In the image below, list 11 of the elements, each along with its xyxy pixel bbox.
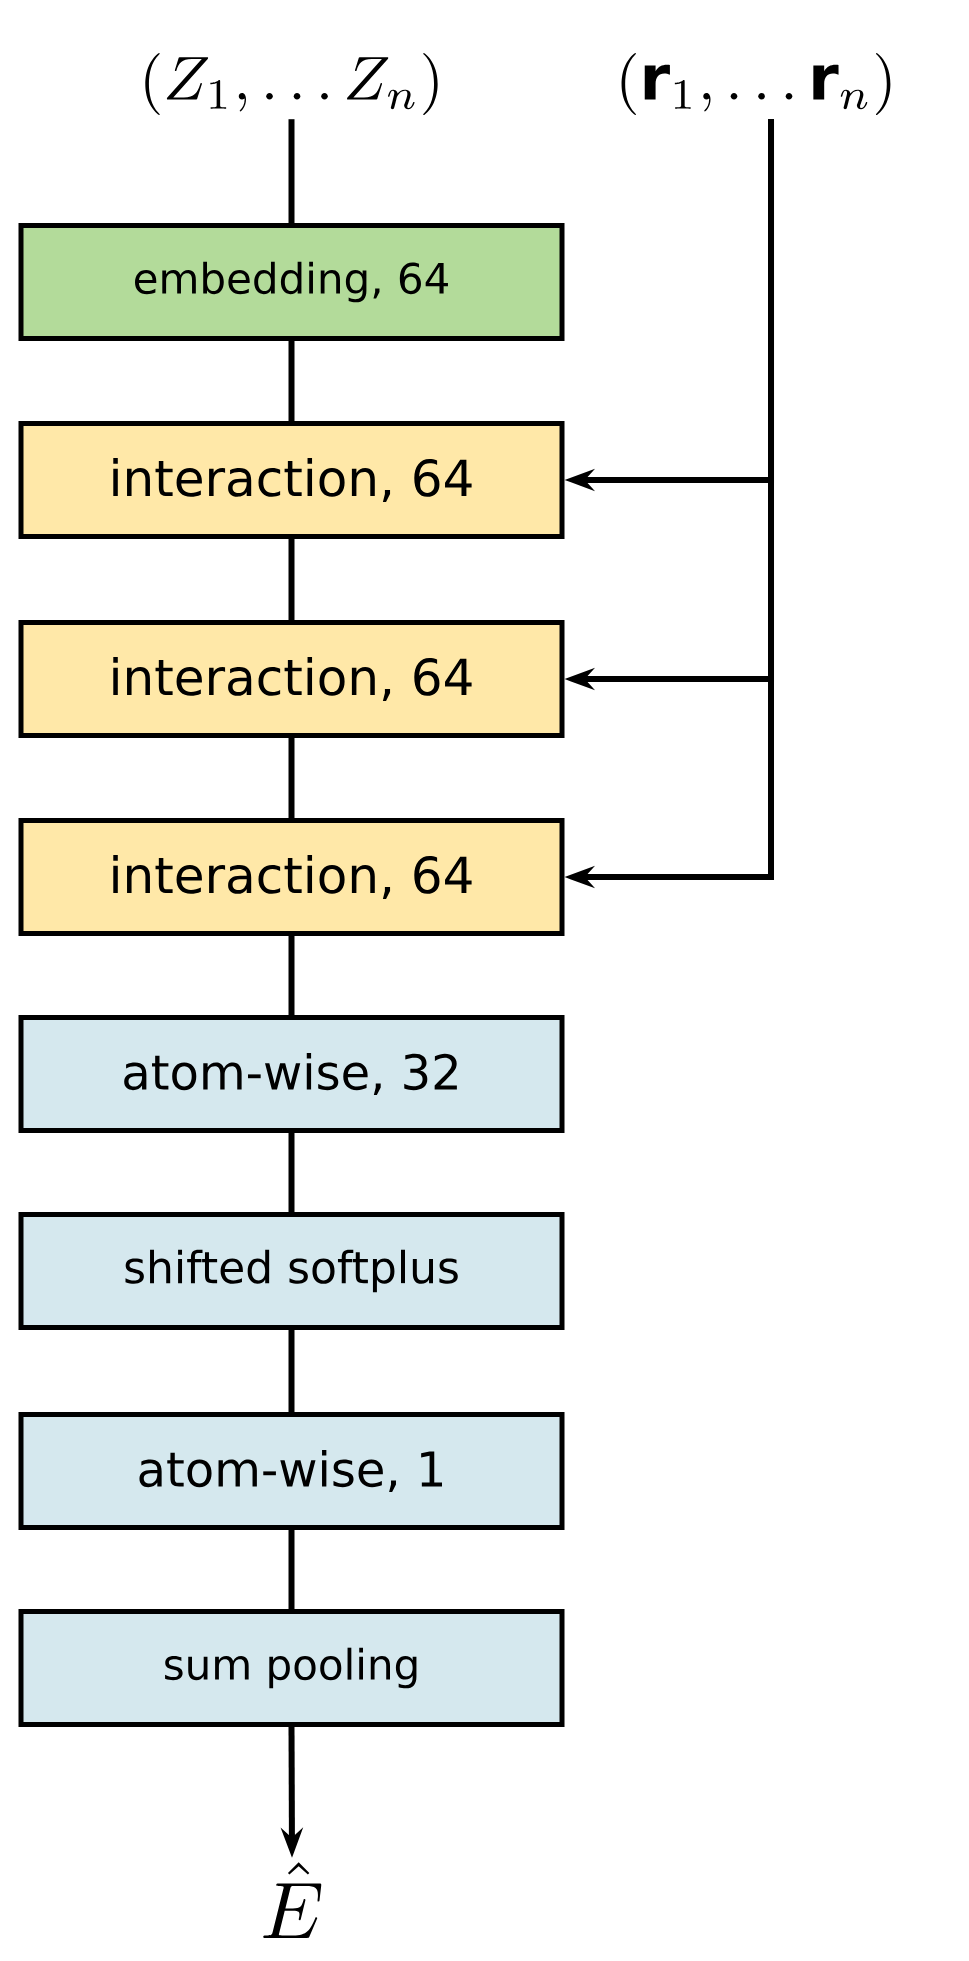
formula-label: $(\mathbf{r}_1, \ldots \mathbf{r}_n)$ xyxy=(621,53,891,115)
formula-label: $(Z_1, \ldots Z_n)$ xyxy=(145,53,438,115)
layer-box: sum pooling xyxy=(18,1609,565,1727)
formula-label: $\hat{E}$ xyxy=(263,1862,322,1938)
layer-box: atom-wise, 1 xyxy=(18,1412,565,1530)
layer-box: shifted softplus xyxy=(18,1212,565,1330)
layer-box: embedding, 64 xyxy=(18,223,565,341)
layer-box: atom-wise, 32 xyxy=(18,1015,565,1133)
layer-box: interaction, 64 xyxy=(18,818,565,936)
layer-box: interaction, 64 xyxy=(18,620,565,738)
layer-box: interaction, 64 xyxy=(18,421,565,539)
